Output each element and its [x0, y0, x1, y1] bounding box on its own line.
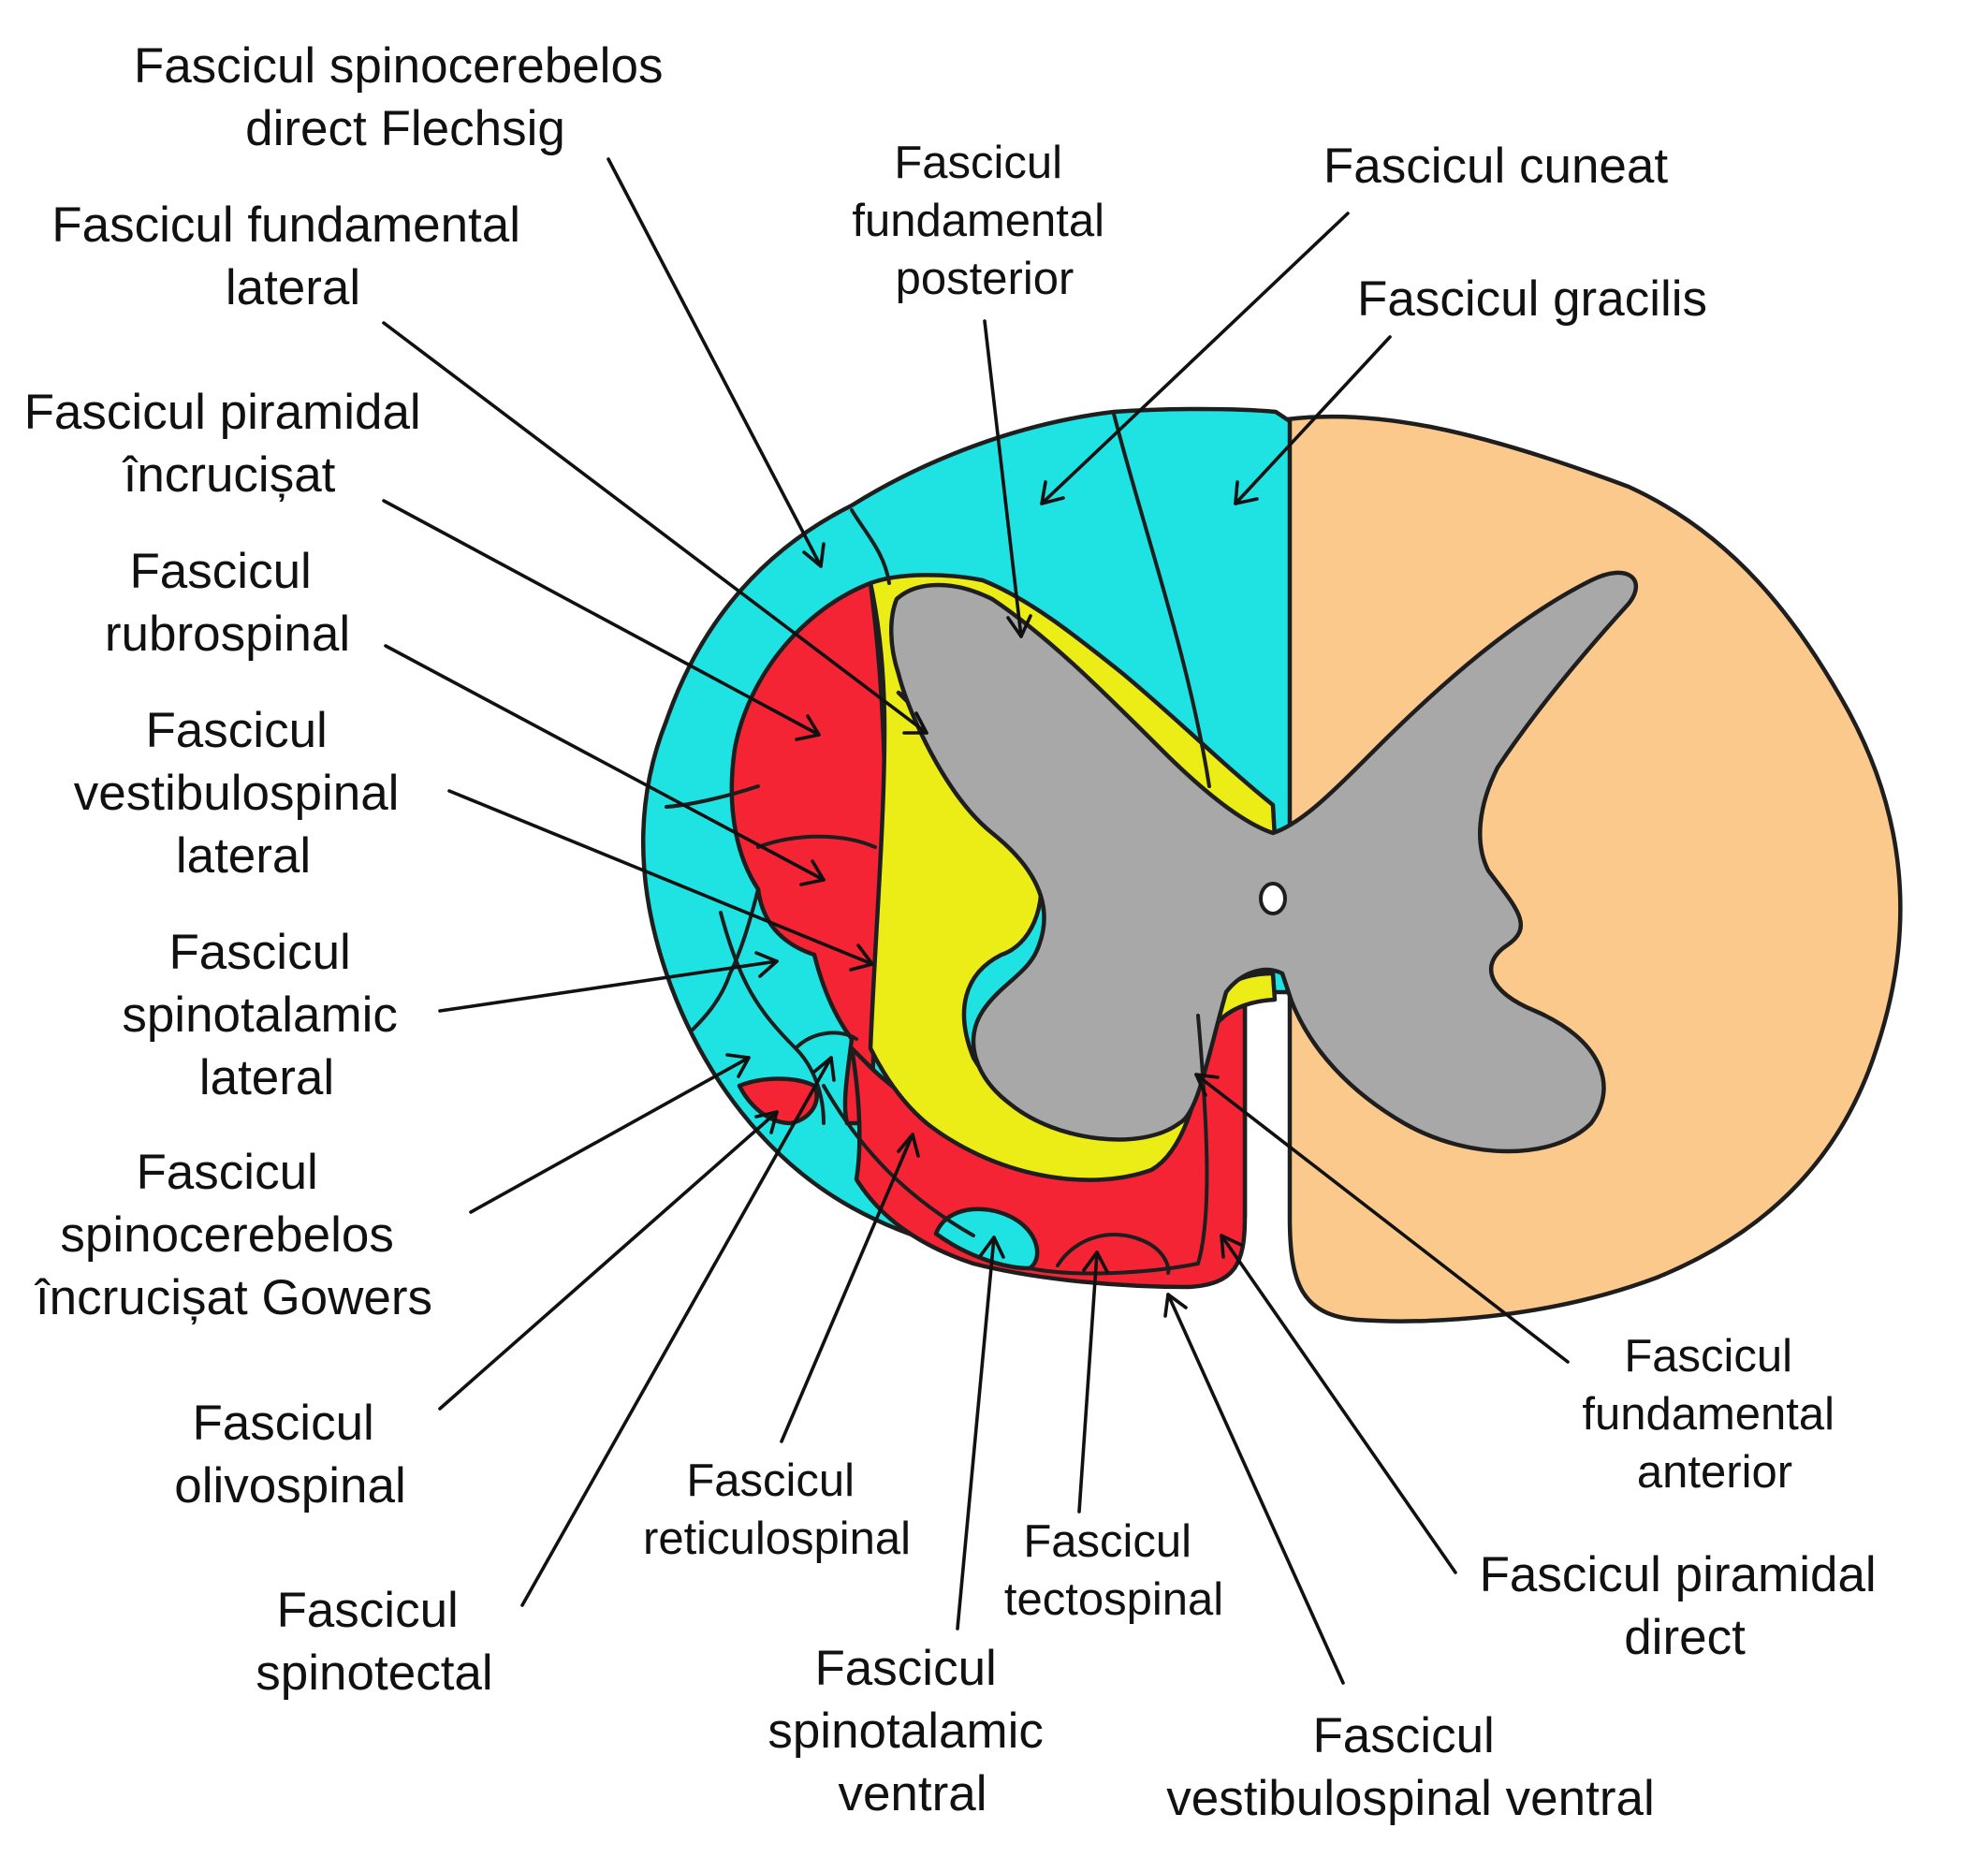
spinal-cord-section [641, 406, 1903, 1324]
label-piramidal-incrucisat: Fascicul piramidal încrucișat [24, 385, 435, 503]
label-spinotalamic-lateral: Fascicul spinotalamic lateral [122, 925, 411, 1105]
label-fundamental-lateral: Fascicul fundamental lateral [51, 197, 534, 315]
label-fundamental-anterior: Fascicul fundamental anterior [1582, 1331, 1847, 1498]
division-lines [665, 412, 1211, 1276]
labels: Fascicul spinocerebelos direct Flechsig … [24, 38, 1891, 1826]
label-tectospinal: Fascicul tectospinal [1004, 1516, 1223, 1625]
gray-matter [889, 570, 1639, 1154]
label-olivospinal: Fascicul olivospinal [174, 1396, 405, 1514]
region-cyan-spinotalamic-ventral [933, 1207, 1040, 1271]
label-vestibulospinal-lateral: Fascicul vestibulospinal lateral [74, 703, 413, 884]
label-reticulospinal: Fascicul reticulospinal [643, 1455, 911, 1564]
central-canal [1259, 882, 1287, 915]
leader-arrows [382, 157, 1570, 1685]
label-piramidal-direct: Fascicul piramidal direct [1480, 1547, 1891, 1665]
label-cuneat: Fascicul cuneat [1323, 139, 1669, 194]
label-gracilis: Fascicul gracilis [1357, 271, 1707, 327]
label-rubrospinal: Fascicul rubrospinal [105, 544, 350, 662]
label-spinocerebelos-incrucisat: Fascicul spinocerebelos încrucișat Gower… [34, 1145, 432, 1325]
label-vestibulospinal-ventral: Fascicul vestibulospinal ventral [1166, 1708, 1654, 1826]
label-spinotalamic-ventral: Fascicul spinotalamic ventral [767, 1641, 1057, 1821]
region-red-olivospinal [737, 1076, 819, 1126]
label-fundamental-posterior: Fascicul fundamental posterior [852, 138, 1117, 304]
label-spinocerebelos-direct: Fascicul spinocerebelos direct Flechsig [134, 38, 677, 156]
label-spinotectal: Fascicul spinotectal [256, 1583, 492, 1701]
